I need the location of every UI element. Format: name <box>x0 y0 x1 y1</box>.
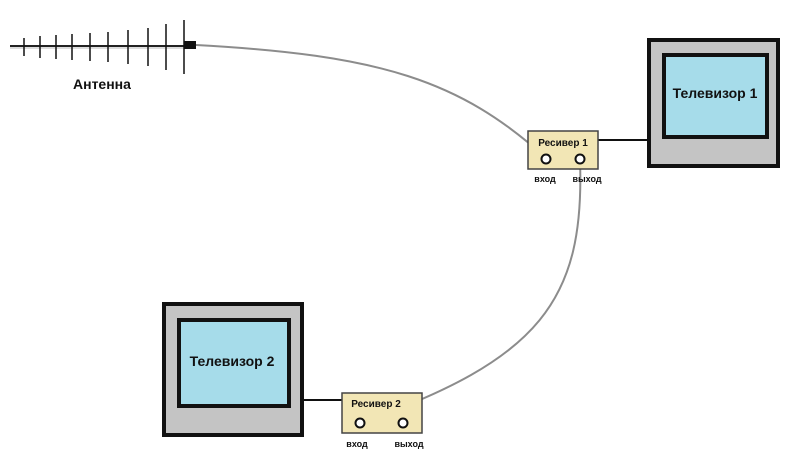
cable-antenna-to-receiver1 <box>195 44 547 159</box>
receiver-1: Ресивер 1 вход выход <box>527 130 602 184</box>
tv2-screen <box>177 318 291 408</box>
receiver2-body <box>341 392 423 434</box>
receiver1-input-label: вход <box>534 174 556 184</box>
receiver1-input-port <box>540 153 552 165</box>
receiver2-input-label: вход <box>346 439 368 449</box>
tv1-label: Телевизор 1 <box>673 85 758 101</box>
tv1-screen <box>662 53 769 139</box>
cable-receiver1-to-receiver2 <box>359 159 582 424</box>
receiver2-output-label: выход <box>394 439 423 449</box>
receiver2-label: Ресивер 2 <box>351 399 401 410</box>
antenna-connector <box>184 41 196 49</box>
receiver1-output-label: выход <box>572 174 601 184</box>
receiver1-body <box>527 130 599 170</box>
receiver-2: Ресивер 2 вход выход <box>341 392 424 449</box>
tv-2: Телевизор 2 <box>162 302 342 437</box>
antenna-elements <box>23 20 185 74</box>
receiver1-label: Ресивер 1 <box>538 138 588 149</box>
receiver2-output-port <box>397 417 409 429</box>
antenna-label: Антенна <box>73 76 131 92</box>
tv-1: Телевизор 1 <box>598 38 780 168</box>
receiver2-input-port <box>354 417 366 429</box>
receiver1-output-port <box>574 153 586 165</box>
tv2-label: Телевизор 2 <box>190 353 275 369</box>
antenna: Антенна <box>10 20 196 92</box>
cables <box>195 44 582 424</box>
